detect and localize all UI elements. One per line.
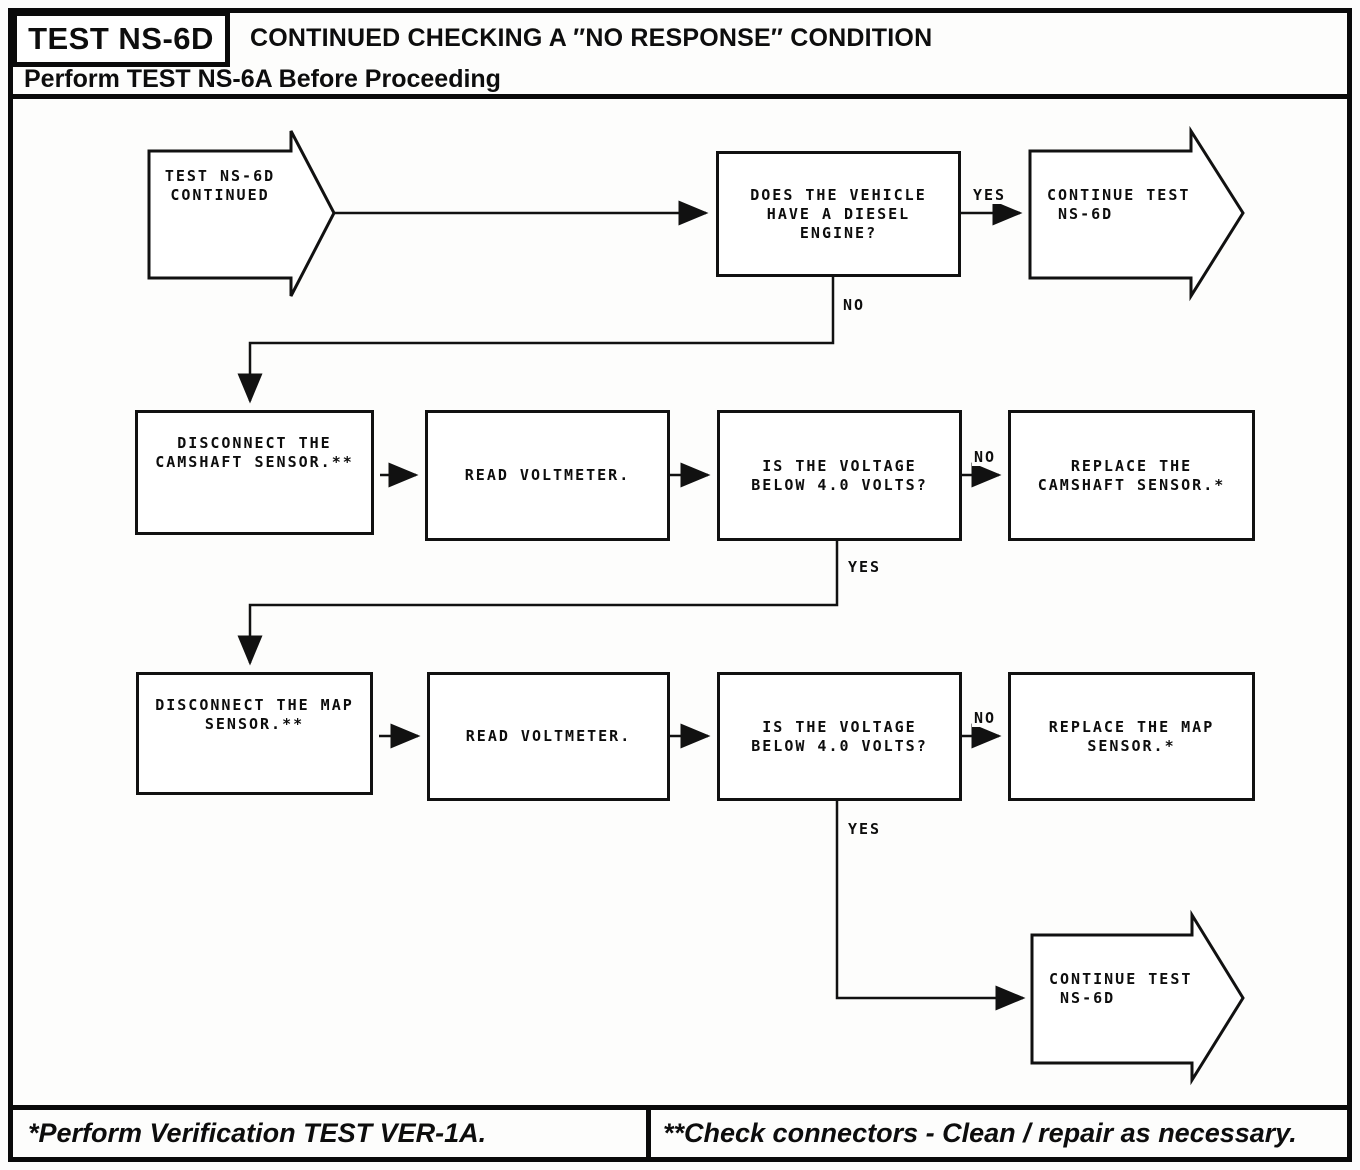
node-disconnect-map: DISCONNECT THE MAP SENSOR.**	[136, 672, 373, 795]
connector-diesel-no	[237, 277, 835, 404]
page-title: CONTINUED CHECKING A ″NO RESPONSE″ CONDI…	[250, 24, 933, 52]
edge-label-no-diesel: NO	[841, 296, 868, 314]
header-divider	[8, 94, 1352, 99]
edge-label-yes-voltage-2: YES	[846, 820, 884, 838]
continue-top-banner-label: CONTINUE TEST NS-6D	[1047, 186, 1191, 223]
footer-cell-divider	[646, 1105, 651, 1157]
edge-label-yes-diesel: YES	[971, 186, 1009, 204]
edge-label-no-voltage-1: NO	[972, 448, 999, 466]
node-replace-camshaft: REPLACE THE CAMSHAFT SENSOR.*	[1008, 410, 1255, 541]
continue-top-banner-shape	[1028, 125, 1245, 302]
node-read-voltmeter-1: READ VOLTMETER.	[425, 410, 670, 541]
footer-note-double-asterisk: **Check connectors - Clean / repair as n…	[663, 1118, 1297, 1148]
node-disconnect-camshaft: DISCONNECT THE CAMSHAFT SENSOR.**	[135, 410, 374, 535]
node-diesel-question: DOES THE VEHICLE HAVE A DIESEL ENGINE?	[716, 151, 961, 277]
node-read-voltmeter-2: READ VOLTMETER.	[427, 672, 670, 801]
node-replace-map: REPLACE THE MAP SENSOR.*	[1008, 672, 1255, 801]
page-subtitle: Perform TEST NS-6A Before Proceeding	[24, 65, 501, 93]
continue-bottom-banner-label: CONTINUE TEST NS-6D	[1049, 970, 1193, 1007]
continue-bottom-banner-shape	[1030, 909, 1245, 1086]
start-banner-shape	[147, 130, 336, 297]
footer-note-single-asterisk: *Perform Verification TEST VER-1A.	[28, 1118, 487, 1148]
start-banner-label: TEST NS-6D CONTINUED	[164, 167, 276, 204]
connector-voltage1-yes	[237, 541, 839, 666]
footer-divider	[8, 1105, 1352, 1110]
edge-label-no-voltage-2: NO	[972, 709, 999, 727]
edge-label-yes-voltage-1: YES	[846, 558, 884, 576]
test-id-badge: TEST NS-6D	[12, 11, 230, 67]
connector-voltage2-yes	[835, 801, 1026, 1011]
node-voltage-question-2: IS THE VOLTAGE BELOW 4.0 VOLTS?	[717, 672, 962, 801]
node-voltage-question-1: IS THE VOLTAGE BELOW 4.0 VOLTS?	[717, 410, 962, 541]
